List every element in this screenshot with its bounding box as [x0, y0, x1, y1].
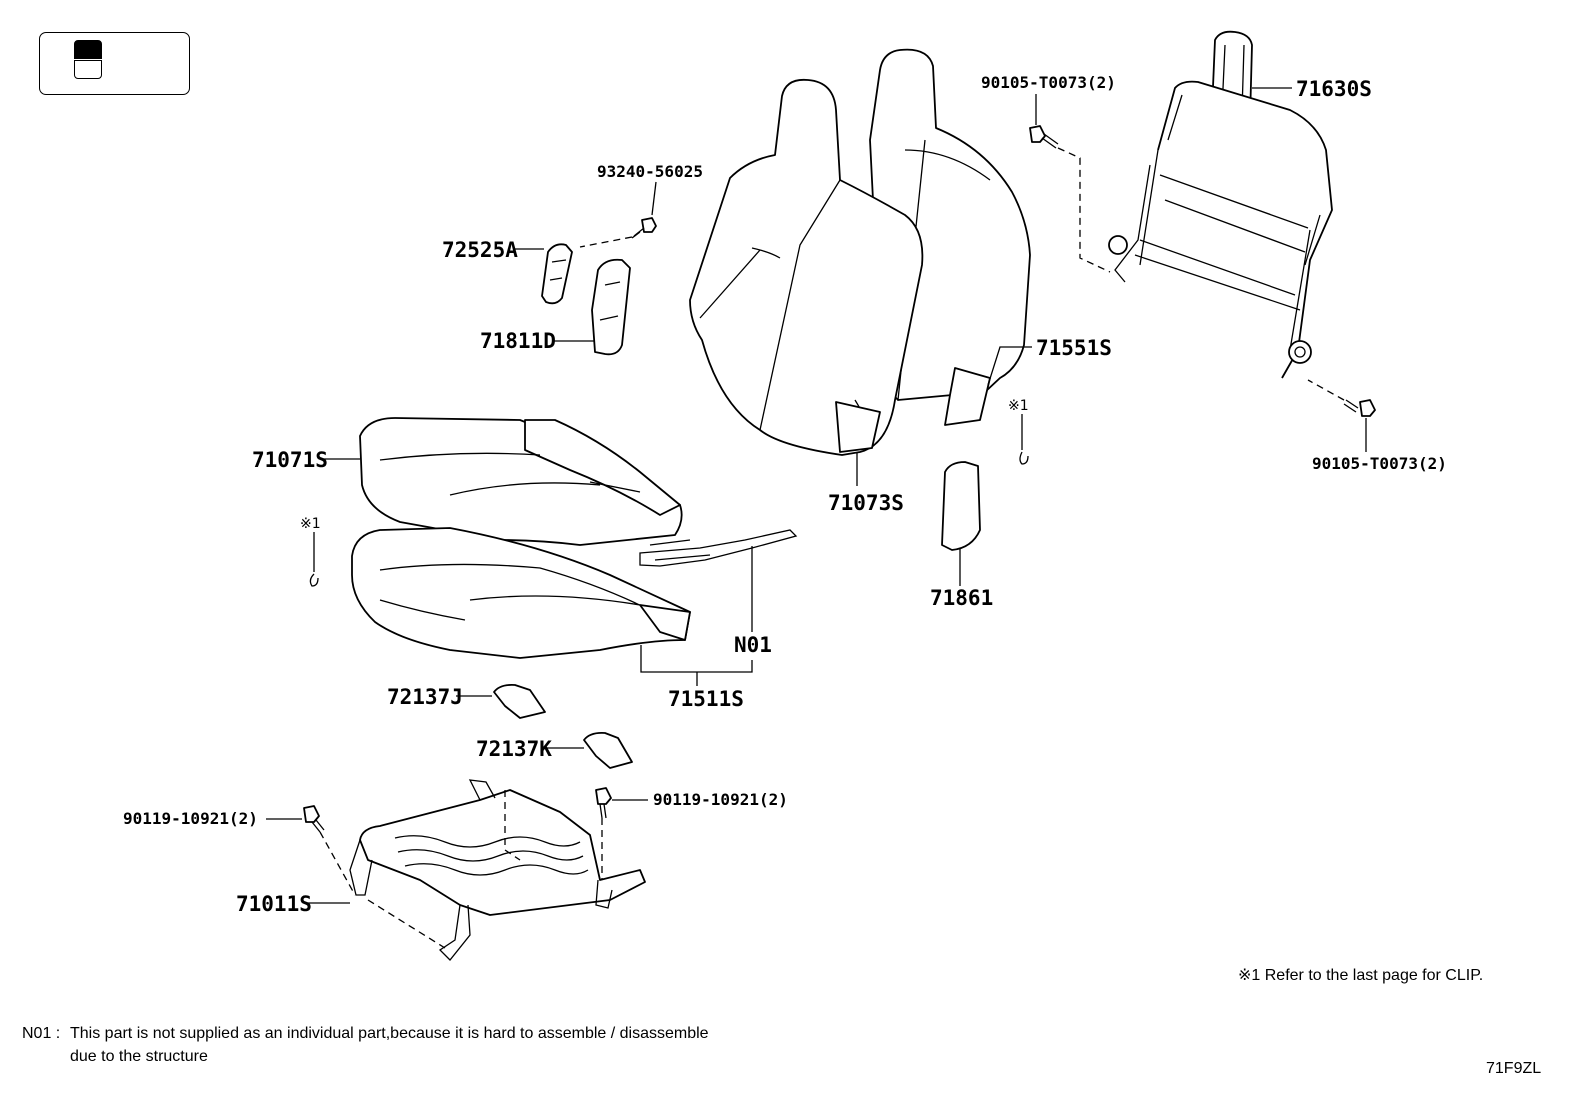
cover-72137k	[583, 731, 633, 769]
release-bezel-72525a	[541, 243, 573, 305]
seat-cushion-cover-71071s	[359, 417, 683, 546]
bolt-93240-56025	[631, 217, 657, 239]
bolt-90119-10921-right	[595, 787, 612, 819]
legend-light-swatch	[74, 60, 102, 79]
bolt-90105-t0073-top	[1029, 125, 1059, 149]
seat-heater-harness-n01	[639, 529, 798, 567]
leader-lines	[266, 87, 1367, 904]
recliner-cover-71811d	[591, 258, 631, 356]
bolt-90119-10921-left	[303, 805, 325, 833]
n01-note-line2: due to the structure	[70, 1048, 208, 1065]
dashed-guides	[319, 147, 1345, 949]
seatback-frame-71630s	[1108, 30, 1333, 379]
label-clip-ref-a: ※1	[1008, 398, 1029, 414]
label-90105-t0073-bottom: 90105-T0073(2)	[1312, 454, 1447, 473]
legend-dark-swatch	[74, 40, 102, 59]
seat-cushion-frame-71011s	[349, 779, 646, 961]
label-72137k: 72137K	[476, 737, 552, 761]
clip-note: ※1 Refer to the last page for CLIP.	[1238, 967, 1484, 984]
label-90105-t0073-top: 90105-T0073(2)	[981, 73, 1116, 92]
seat-cushion-pad-71511s	[351, 527, 691, 659]
label-71630s: 71630S	[1296, 77, 1372, 101]
label-71073s: 71073S	[828, 491, 904, 515]
clip-shape-b	[1019, 451, 1029, 465]
legend-box	[39, 32, 190, 95]
label-72137j: 72137J	[387, 685, 463, 709]
label-n01: N01	[734, 633, 772, 657]
figure-code: 71F9ZL	[1486, 1060, 1542, 1077]
label-90119-10921-left: 90119-10921(2)	[123, 809, 258, 828]
label-71071s: 71071S	[252, 448, 328, 472]
label-71551s: 71551S	[1036, 336, 1112, 360]
label-71511s: 71511S	[668, 687, 744, 711]
label-clip-ref-b: ※1	[300, 516, 321, 532]
bolt-90105-t0073-bottom	[1343, 399, 1376, 417]
label-71861: 71861	[930, 586, 993, 610]
label-71811d: 71811D	[480, 329, 556, 353]
hinge-cover-71861	[941, 461, 981, 551]
label-72525a: 72525A	[442, 238, 518, 262]
n01-note-key: N01 :	[22, 1025, 61, 1042]
cover-72137j	[493, 683, 546, 719]
label-71011s: 71011S	[236, 892, 312, 916]
n01-note-line1: This part is not supplied as an individu…	[70, 1025, 709, 1042]
label-93240-56025: 93240-56025	[597, 162, 703, 181]
clip-shape-a	[309, 573, 319, 587]
label-90119-10921-right: 90119-10921(2)	[653, 790, 788, 809]
seatback-cover-71073s	[689, 78, 924, 456]
